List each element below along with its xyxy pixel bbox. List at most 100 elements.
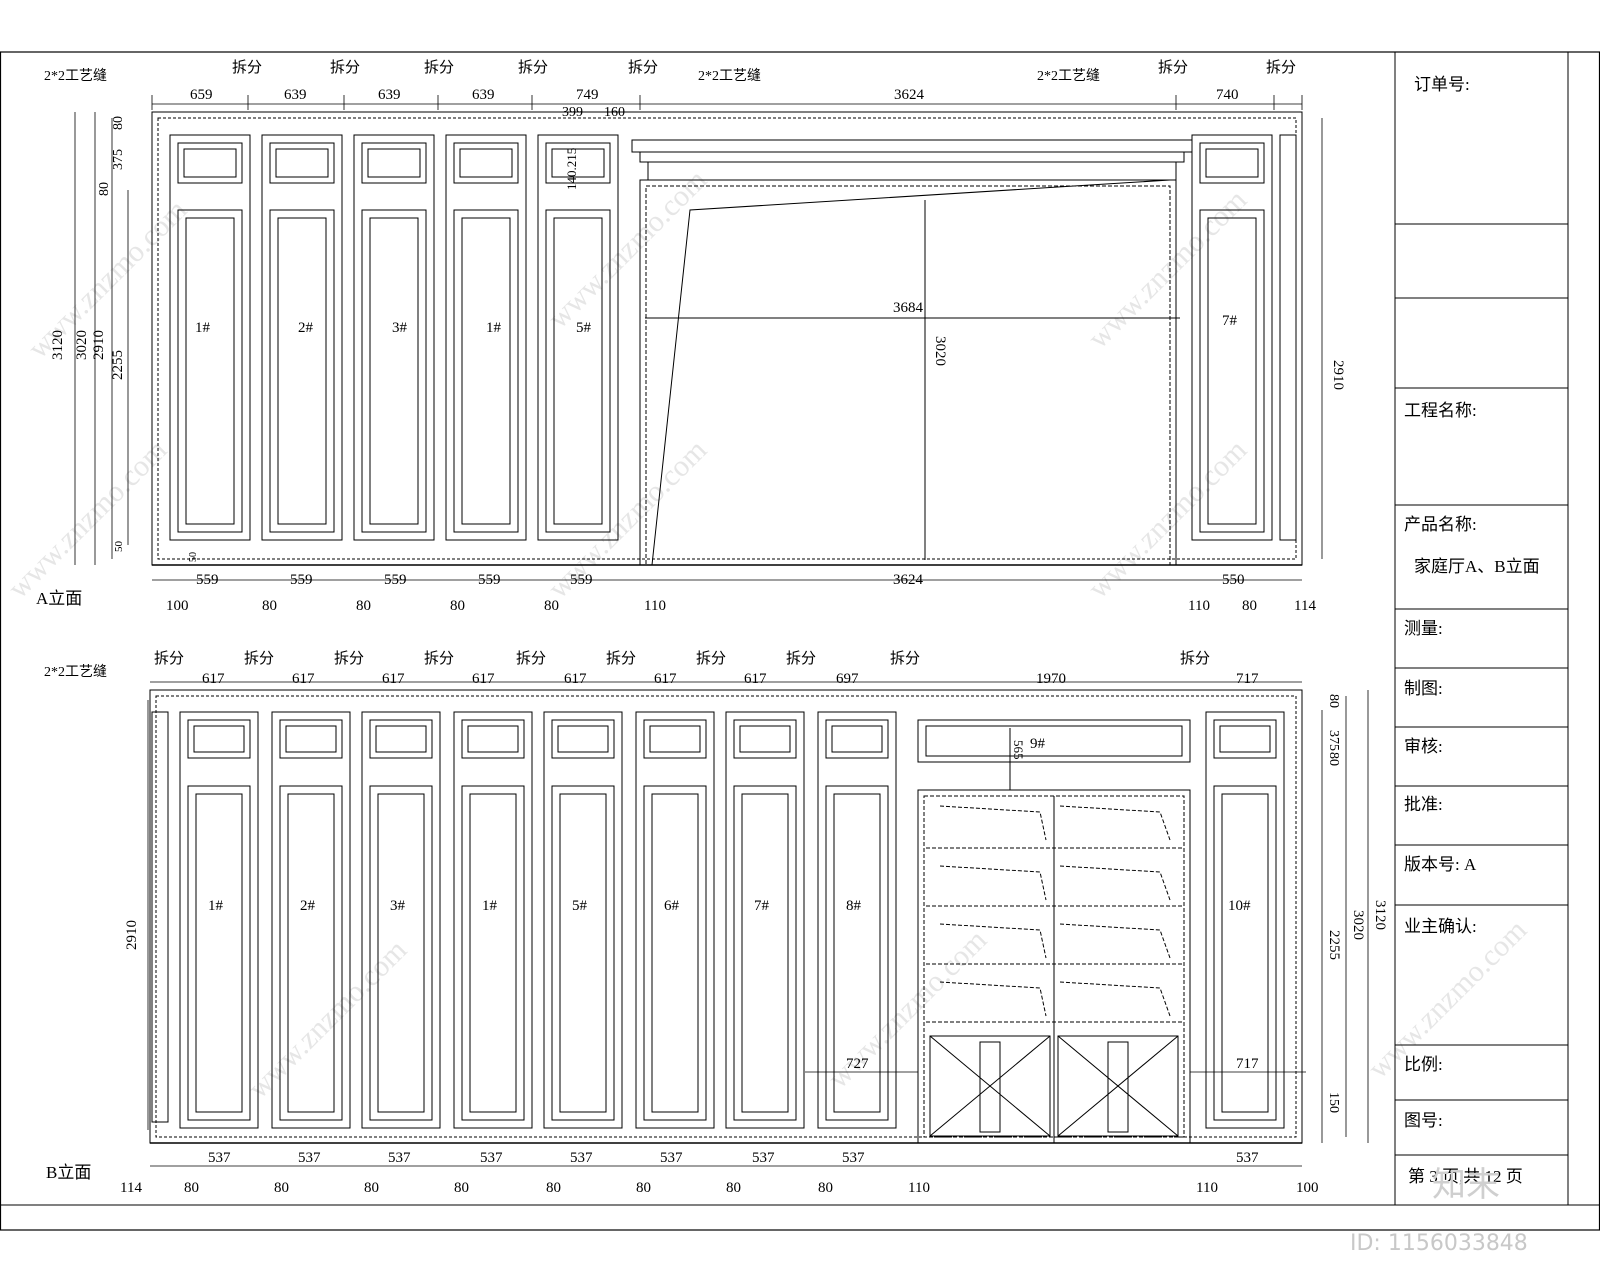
split-mark: 拆分 [1158, 59, 1188, 76]
panel-label: 9# [1030, 736, 1046, 752]
dimension: 80 [450, 598, 465, 614]
watermark-site: www.znzmo.com [542, 433, 714, 605]
panel-label: 1# [208, 898, 224, 914]
watermark-site: www.znzmo.com [1082, 183, 1254, 355]
dimension: 160 [604, 105, 625, 120]
dimension: 3624 [894, 87, 925, 103]
drawing-number-label: 图号: [1404, 1111, 1443, 1130]
dimension: 80 [636, 1180, 651, 1196]
panel-label: 3# [390, 898, 406, 914]
panel-label: 6# [664, 898, 680, 914]
product-name-label: 产品名称: [1404, 515, 1477, 534]
dimension: 617 [382, 671, 405, 687]
split-mark: 拆分 [424, 650, 454, 667]
dimension: 559 [570, 572, 593, 588]
title-block-text: 订单号: 工程名称: 产品名称: 家庭厅A、B立面 测量: 制图: 审核: 批准… [1404, 75, 1540, 1186]
dimension: 80 [818, 1180, 833, 1196]
split-mark: 拆分 [890, 650, 920, 667]
product-name: 家庭厅A、B立面 [1414, 557, 1540, 576]
gap-note: 2*2工艺缝 [698, 68, 761, 84]
dimension: 697 [836, 671, 859, 687]
gap-note: 2*2工艺缝 [44, 68, 107, 84]
dimension: 537 [752, 1150, 775, 1166]
dimension: 2255 [1326, 930, 1342, 960]
elevation-label: A立面 [36, 589, 82, 608]
panel-label: 1# [486, 320, 502, 336]
dimension: 110 [1196, 1180, 1218, 1196]
dimension: 559 [290, 572, 313, 588]
split-mark: 拆分 [518, 59, 548, 76]
panel-label: 5# [572, 898, 588, 914]
panel-label: 2# [298, 320, 314, 336]
dimension: 659 [190, 87, 213, 103]
elevation-b-dimension-lines [147, 681, 1369, 1167]
dimension: 375 [1326, 730, 1341, 751]
dimension: 3684 [893, 300, 924, 316]
dimension: 110 [1188, 598, 1210, 614]
dimension: 375 [111, 149, 126, 170]
dimension: 749 [576, 87, 599, 103]
dimension: 537 [660, 1150, 683, 1166]
title-block [1394, 52, 1569, 1205]
dimension: 717 [1236, 671, 1259, 687]
elevation-a-text: 2*2工艺缝 2*2工艺缝 2*2工艺缝 拆分 拆分 拆分 拆分 拆分 拆分 拆… [36, 59, 1346, 614]
drawing-by-label: 制图: [1404, 679, 1443, 698]
dimension: 639 [378, 87, 401, 103]
dimension: 110 [908, 1180, 930, 1196]
dimension: 550 [1222, 572, 1245, 588]
watermark-layer: www.znzmo.com www.znzmo.com www.znzmo.co… [2, 163, 1534, 1105]
split-mark: 拆分 [330, 59, 360, 76]
scale-label: 比例: [1404, 1055, 1443, 1074]
dimension: 110 [644, 598, 666, 614]
dimension: 80 [544, 598, 559, 614]
panel-label: 5# [576, 320, 592, 336]
dimension: 80 [364, 1180, 379, 1196]
split-mark: 拆分 [628, 59, 658, 76]
dimension: 80 [262, 598, 277, 614]
elevation-a [151, 111, 1303, 566]
project-name-label: 工程名称: [1404, 401, 1477, 420]
dimension: 2910 [124, 920, 140, 950]
split-mark: 拆分 [786, 650, 816, 667]
dimension: 717 [1236, 1056, 1259, 1072]
split-mark: 拆分 [1266, 59, 1296, 76]
dimension: 617 [292, 671, 315, 687]
dimension: 537 [1236, 1150, 1259, 1166]
dimension: 114 [120, 1180, 142, 1196]
dimension: 639 [472, 87, 495, 103]
dimension: 399 [562, 105, 583, 120]
dimension: 80 [111, 116, 126, 130]
dimension: 617 [202, 671, 225, 687]
owner-confirm-label: 业主确认: [1404, 917, 1477, 936]
sheet-border [0, 51, 1600, 1231]
dimension: 727 [846, 1056, 869, 1072]
split-mark: 拆分 [1180, 650, 1210, 667]
dimension: 2255 [110, 350, 126, 380]
panel-label: 8# [846, 898, 862, 914]
dimension: 80 [546, 1180, 561, 1196]
dimension: 80 [1326, 752, 1341, 766]
panel-label: 1# [482, 898, 498, 914]
dimension: 100 [166, 598, 189, 614]
split-mark: 拆分 [606, 650, 636, 667]
dimension: 50 [188, 552, 199, 562]
dimension: 100 [1296, 1180, 1319, 1196]
watermark-site: www.znzmo.com [1362, 913, 1534, 1085]
elevation-a-panels [169, 134, 1297, 541]
dimension: 1970 [1036, 671, 1066, 687]
dimension: 537 [480, 1150, 503, 1166]
watermark-logo: 知末 [1432, 1165, 1500, 1205]
gap-note: 2*2工艺缝 [1037, 68, 1100, 84]
dimension: 639 [284, 87, 307, 103]
order-number-label: 订单号: [1414, 75, 1470, 94]
dimension: 50 [113, 541, 125, 553]
gap-note: 2*2工艺缝 [44, 664, 107, 680]
dimension: 537 [570, 1150, 593, 1166]
dimension: 2910 [1330, 360, 1346, 390]
dimension: 537 [388, 1150, 411, 1166]
dimension: 537 [842, 1150, 865, 1166]
split-mark: 拆分 [232, 59, 262, 76]
dimension: 617 [472, 671, 495, 687]
dimension: 559 [196, 572, 219, 588]
